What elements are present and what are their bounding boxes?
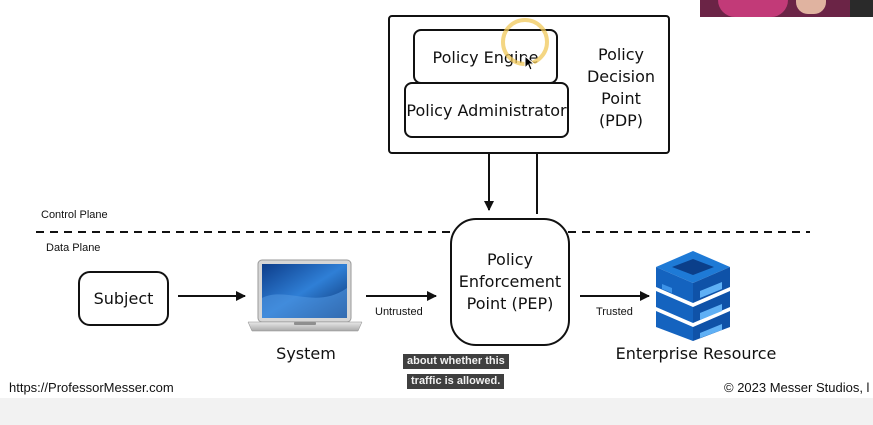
subject-box: Subject	[78, 271, 169, 326]
pep-label: Policy Enforcement Point (PEP)	[458, 250, 562, 313]
server-stack-icon	[656, 251, 730, 341]
pep-box: Policy Enforcement Point (PEP)	[450, 218, 570, 346]
enterprise-resource-label: Enterprise Resource	[615, 344, 777, 363]
subtitle-line-2: traffic is allowed.	[407, 374, 505, 389]
subtitle-line-1: about whether this	[403, 354, 509, 369]
webcam-background	[850, 0, 873, 17]
trusted-label: Trusted	[596, 306, 633, 318]
subject-label: Subject	[93, 289, 154, 308]
website-footer: https://ProfessorMesser.com	[9, 380, 174, 395]
policy-administrator-box: Policy Administrator	[404, 82, 569, 138]
webcam-skin	[796, 0, 826, 14]
copyright-footer: © 2023 Messer Studios, l	[724, 380, 870, 395]
control-plane-label: Control Plane	[41, 209, 108, 221]
data-plane-label: Data Plane	[46, 242, 101, 254]
mouse-cursor-icon	[524, 55, 536, 71]
presenter-webcam-overlay	[700, 0, 873, 17]
laptop-icon	[247, 259, 363, 332]
untrusted-label: Untrusted	[375, 306, 423, 318]
pdp-title: Policy Decision Point (PDP)	[586, 45, 656, 130]
webcam-shirt	[718, 0, 788, 17]
bottom-strip	[0, 398, 873, 425]
system-label: System	[276, 344, 336, 363]
policy-administrator-label: Policy Administrator	[406, 100, 567, 120]
